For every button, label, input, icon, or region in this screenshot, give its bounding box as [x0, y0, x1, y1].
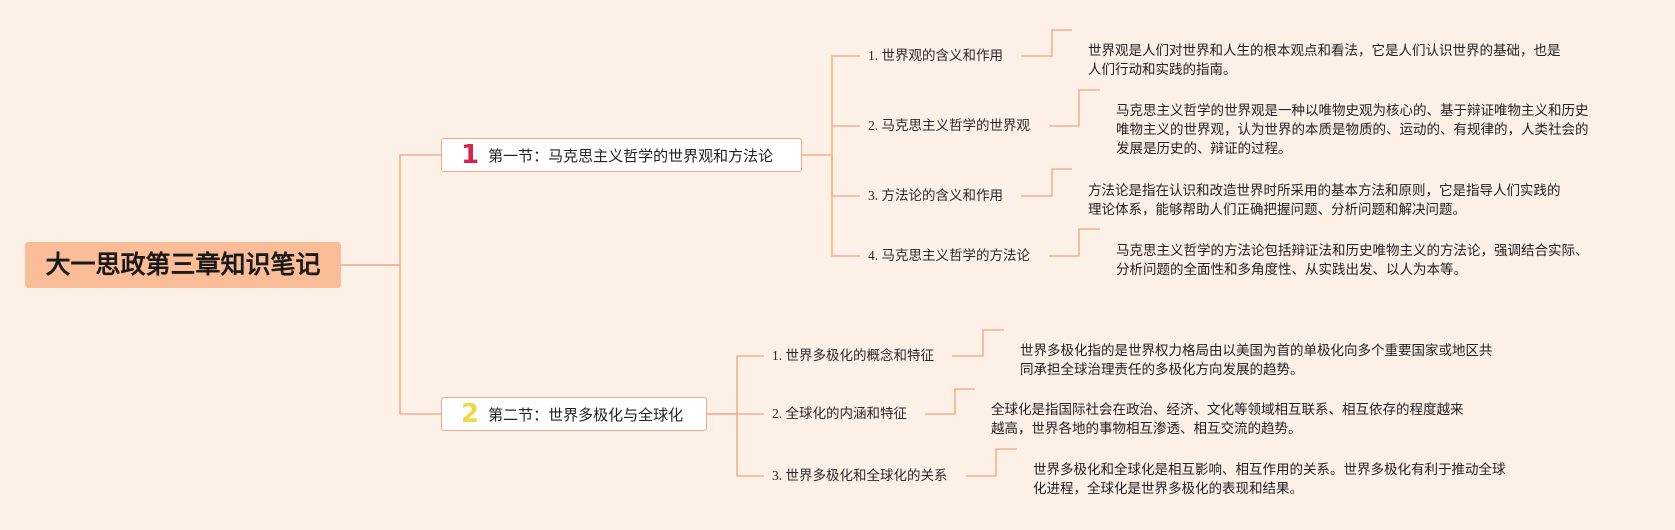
detail-line: 人们行动和实践的指南。	[1088, 62, 1237, 77]
section-2-node[interactable]: 2 第二节：世界多极化与全球化	[441, 397, 707, 431]
section-2-number: 2	[461, 399, 480, 429]
detail-line: 世界多极化指的是世界权力格局由以美国为首的单极化向多个重要国家或地区共	[1020, 343, 1493, 358]
connector-topic-1-1-detail	[1021, 29, 1072, 57]
connector-topic-2-3-detail	[966, 448, 1017, 477]
detail-line: 世界观是人们对世界和人生的根本观点和看法，它是人们认识世界的基础，也是	[1088, 43, 1561, 58]
detail-line: 马克思主义哲学的方法论包括辩证法和历史唯物主义的方法论，强调结合实际、	[1116, 243, 1589, 258]
section-1-topic-1-detail[interactable]: 世界观是人们对世界和人生的根本观点和看法，它是人们认识世界的基础，也是 人们行动…	[1088, 41, 1561, 79]
detail-line: 马克思主义哲学的世界观是一种以唯物史观为核心的、基于辩证唯物主义和历史	[1116, 103, 1589, 118]
detail-line: 方法论是指在认识和改造世界时所采用的基本方法和原则，它是指导人们实践的	[1088, 183, 1561, 198]
detail-line: 发展是历史的、辩证的过程。	[1116, 141, 1292, 156]
section-1-number: 1	[461, 140, 480, 170]
section-1-node[interactable]: 1 第一节：马克思主义哲学的世界观和方法论	[441, 138, 802, 172]
connector-root-section-2	[341, 264, 441, 415]
connector-section-2-topic-3	[736, 414, 764, 477]
connector-section-1-topic-3	[831, 155, 860, 197]
section-1-topic-4-detail[interactable]: 马克思主义哲学的方法论包括辩证法和历史唯物主义的方法论，强调结合实际、 分析问题…	[1116, 241, 1589, 279]
detail-line: 越高，世界各地的事物相互渗透、相互交流的趋势。	[991, 421, 1302, 436]
connector-root-section-1	[341, 154, 441, 266]
detail-line: 化进程，全球化是世界多极化的表现和结果。	[1033, 481, 1303, 496]
detail-line: 理论体系，能够帮助人们正确把握问题、分析问题和解决问题。	[1088, 202, 1466, 217]
connector-section-2-topic-1	[736, 355, 764, 414]
detail-line: 唯物主义的世界观，认为世界的本质是物质的、运动的、有规律的，人类社会的	[1116, 122, 1589, 137]
root-topic[interactable]: 大一思政第三章知识笔记	[25, 242, 341, 288]
connector-section-1-topic-1	[831, 55, 860, 155]
detail-line: 全球化是指国际社会在政治、经济、文化等领域相互联系、相互依存的程度越来	[991, 402, 1464, 417]
section-1-topic-3[interactable]: 3. 方法论的含义和作用	[868, 188, 1003, 203]
section-1-topic-4[interactable]: 4. 马克思主义哲学的方法论	[868, 248, 1030, 263]
connector-topic-1-3-detail	[1021, 168, 1072, 197]
section-2-topic-3-detail[interactable]: 世界多极化和全球化是相互影响、相互作用的关系。世界多极化有利于推动全球 化进程，…	[1033, 460, 1506, 498]
connector-topic-1-4-detail	[1049, 228, 1100, 257]
connector-topic-1-2-detail	[1049, 89, 1100, 127]
section-2-title: 第二节：世界多极化与全球化	[488, 405, 684, 424]
section-2-topic-2-detail[interactable]: 全球化是指国际社会在政治、经济、文化等领域相互联系、相互依存的程度越来 越高，世…	[991, 400, 1464, 438]
section-2-topic-1-detail[interactable]: 世界多极化指的是世界权力格局由以美国为首的单极化向多个重要国家或地区共 同承担全…	[1020, 341, 1493, 379]
section-2-topic-3[interactable]: 3. 世界多极化和全球化的关系	[772, 468, 948, 483]
section-2-topic-1[interactable]: 1. 世界多极化的概念和特征	[772, 348, 934, 363]
section-1-topic-1[interactable]: 1. 世界观的含义和作用	[868, 48, 1003, 63]
connector-topic-2-2-detail	[925, 388, 975, 415]
section-1-topic-2[interactable]: 2. 马克思主义哲学的世界观	[868, 118, 1030, 133]
section-2-topic-2[interactable]: 2. 全球化的内涵和特征	[772, 406, 907, 421]
section-1-title: 第一节：马克思主义哲学的世界观和方法论	[488, 146, 774, 165]
section-1-topic-2-detail[interactable]: 马克思主义哲学的世界观是一种以唯物史观为核心的、基于辩证唯物主义和历史 唯物主义…	[1116, 101, 1589, 158]
connector-section-1-topic-4	[831, 155, 860, 257]
connector-topic-2-1-detail	[952, 329, 1004, 357]
detail-line: 分析问题的全面性和多角度性、从实践出发、以人为本等。	[1116, 262, 1467, 277]
section-1-topic-3-detail[interactable]: 方法论是指在认识和改造世界时所采用的基本方法和原则，它是指导人们实践的 理论体系…	[1088, 181, 1561, 219]
detail-line: 世界多极化和全球化是相互影响、相互作用的关系。世界多极化有利于推动全球	[1033, 462, 1506, 477]
detail-line: 同承担全球治理责任的多极化方向发展的趋势。	[1020, 362, 1304, 377]
